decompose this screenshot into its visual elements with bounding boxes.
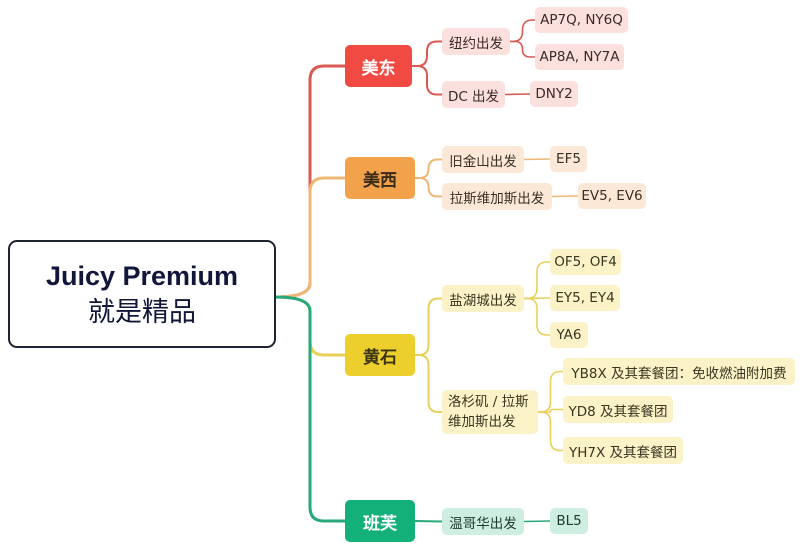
link-city-to-code [537, 408, 564, 413]
code-ev5-ev6: EV5, EV6 [578, 183, 646, 209]
city-san-francisco[interactable]: 旧金山出发 [442, 146, 524, 173]
link-region-to-city [411, 40, 443, 67]
region-us-east[interactable]: 美东 [345, 45, 412, 87]
link-city-to-code [523, 297, 551, 336]
region-banff[interactable]: 班芙 [345, 500, 415, 542]
link-region-to-city [414, 177, 443, 198]
link-region-to-city [411, 65, 443, 96]
code-ap8a-ny7a: AP8A, NY7A [535, 44, 624, 70]
root-subtitle: 就是精品 [88, 297, 196, 327]
link-region-to-city [414, 297, 443, 356]
city-vancouver[interactable]: 温哥华出发 [442, 508, 524, 535]
link-city-to-code [509, 40, 536, 58]
link-city-to-code [537, 411, 564, 452]
code-bl5: BL5 [550, 508, 588, 534]
root-title: Juicy Premium [45, 261, 239, 291]
code-dny2: DNY2 [530, 81, 578, 107]
link-region-to-city [414, 354, 443, 413]
link-city-to-code [509, 19, 536, 43]
code-yb8x: YB8X 及其套餐团：免收燃油附加费 [563, 358, 795, 385]
city-new-york[interactable]: 纽约出发 [442, 28, 510, 55]
link-region-to-city [414, 158, 443, 179]
code-ef5: EF5 [550, 146, 587, 172]
link-region-to-city [414, 520, 443, 523]
link-city-to-code [523, 520, 551, 523]
city-dc[interactable]: DC 出发 [442, 81, 505, 108]
link-city-to-code [523, 261, 551, 300]
code-yd8: YD8 及其套餐团 [563, 396, 673, 423]
region-us-west[interactable]: 美西 [345, 157, 415, 199]
link-root-to-region [275, 176, 345, 299]
code-ey5-ey4: EY5, EY4 [550, 285, 620, 311]
region-yellowstone[interactable]: 黄石 [345, 334, 415, 376]
code-of5-of4: OF5, OF4 [550, 249, 621, 275]
code-ap7q-ny6q: AP7Q, NY6Q [535, 7, 628, 33]
link-city-to-code [523, 158, 551, 161]
link-city-to-code [551, 195, 579, 198]
code-yh7x: YH7X 及其套餐团 [563, 437, 683, 464]
code-ya6: YA6 [550, 322, 588, 348]
link-root-to-region [275, 295, 345, 523]
city-salt-lake-city[interactable]: 盐湖城出发 [442, 285, 524, 312]
city-los-angeles-las-vegas[interactable]: 洛杉矶 / 拉斯维加斯出发 [442, 390, 538, 434]
link-city-to-code [504, 93, 531, 96]
link-city-to-code [537, 370, 564, 413]
city-las-vegas[interactable]: 拉斯维加斯出发 [442, 183, 552, 210]
root-node: Juicy Premium 就是精品 [8, 240, 276, 348]
